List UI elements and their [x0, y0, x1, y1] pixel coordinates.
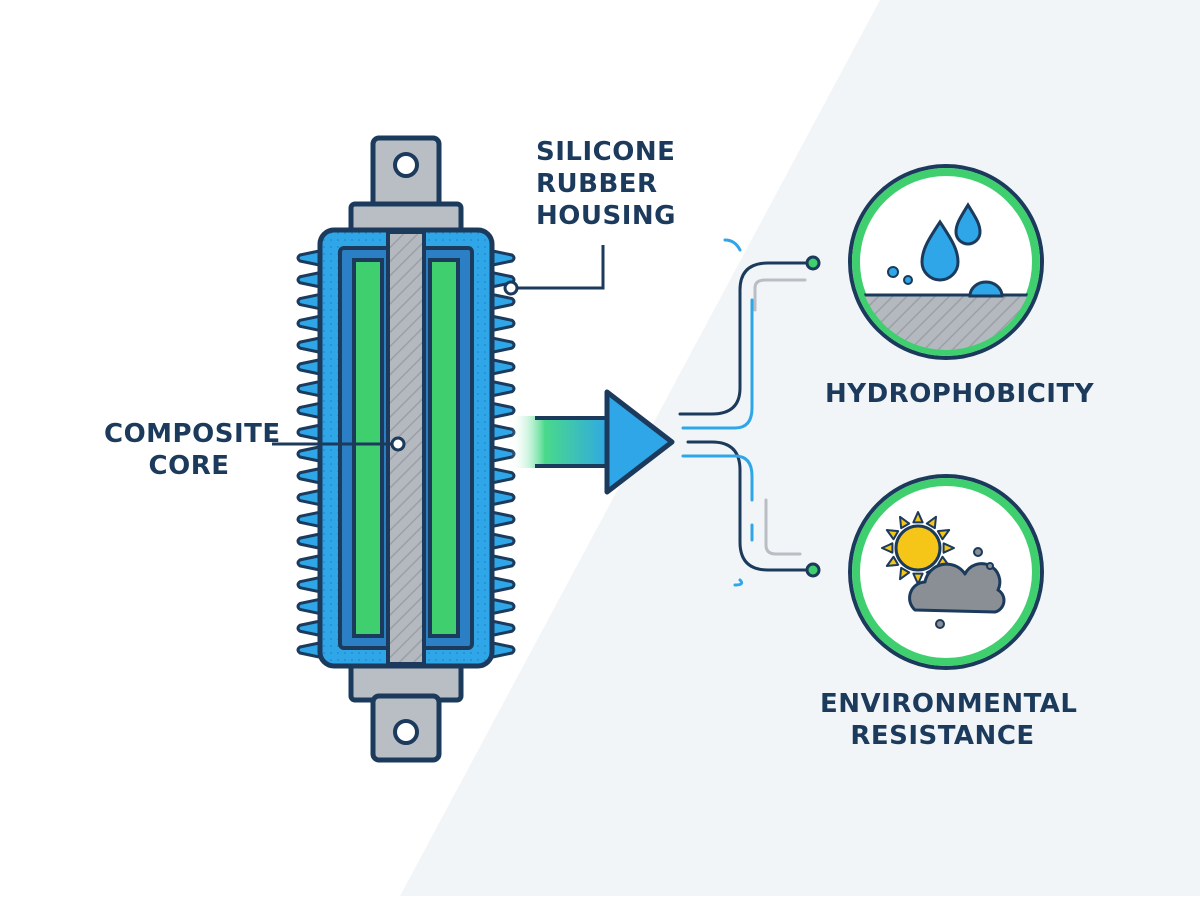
beaded-water-drop: [968, 280, 1004, 298]
right-green-layer: [428, 258, 460, 638]
sun-cloud-icon: [848, 474, 1044, 670]
branch-connectors: [678, 238, 821, 587]
env-label-line-2: RESISTANCE: [850, 721, 1035, 751]
silicone-label-line-1: SILICONE: [536, 137, 676, 167]
composite-core-label: COMPOSITE CORE: [104, 418, 281, 482]
silicone-callout-dot: [503, 280, 519, 296]
hydrophobicity-label: HYDROPHOBICITY: [825, 378, 1095, 410]
splash-drop-2: [903, 275, 913, 285]
sun-ray: [912, 572, 924, 585]
sun-ray: [899, 515, 911, 530]
composite-insulator-icon: [296, 135, 516, 763]
core-callout: [272, 436, 406, 452]
connector-upper-blue-tip: [723, 238, 742, 252]
arrow-right-icon: [510, 389, 675, 495]
connector-lower-main: [686, 440, 812, 572]
sun-ray: [912, 511, 924, 524]
particle-3: [935, 619, 945, 629]
connector-lower-gray: [764, 498, 802, 556]
small-water-drop: [954, 202, 982, 246]
silicone-leader-line: [512, 245, 605, 290]
sun-ray: [942, 542, 955, 554]
storm-cloud: [908, 562, 1006, 614]
connector-upper-main: [678, 261, 812, 416]
sun: [894, 524, 942, 572]
connector-upper-node: [805, 255, 821, 271]
arrow-head: [604, 389, 675, 495]
sun-ray: [885, 555, 900, 567]
particle-1: [973, 547, 983, 557]
top-fitting-hole: [393, 152, 419, 178]
silicone-label-line-2: RUBBER: [536, 169, 658, 199]
sun-ray: [885, 529, 900, 541]
sun-ray: [899, 566, 911, 581]
connector-upper-gray: [753, 278, 807, 312]
particle-2: [986, 562, 994, 570]
core-callout-dot: [390, 436, 406, 452]
core-label-line-2: CORE: [148, 451, 230, 481]
connector-lower-blue-tip: [733, 578, 744, 587]
sun-ray: [925, 515, 937, 530]
connector-lower-blue: [681, 454, 754, 502]
connector-upper-blue: [681, 298, 754, 430]
silicone-label-line-3: HOUSING: [536, 201, 676, 231]
silicone-housing-label: SILICONE RUBBER HOUSING: [536, 136, 676, 232]
sun-ray: [881, 542, 894, 554]
environmental-resistance-label: ENVIRONMENTAL RESISTANCE: [820, 688, 1078, 752]
env-label-line-1: ENVIRONMENTAL: [820, 689, 1078, 719]
connector-lower-node: [805, 562, 821, 578]
left-green-layer: [352, 258, 384, 638]
bottom-fitting-hole: [393, 719, 419, 745]
silicone-callout: [503, 245, 605, 296]
large-water-drop: [920, 219, 960, 282]
arrow-shaft: [510, 416, 610, 468]
splash-drop-1: [887, 266, 899, 278]
hydro-label-text: HYDROPHOBICITY: [825, 379, 1095, 409]
sun-ray: [936, 529, 951, 541]
core-label-line-1: COMPOSITE: [104, 419, 281, 449]
